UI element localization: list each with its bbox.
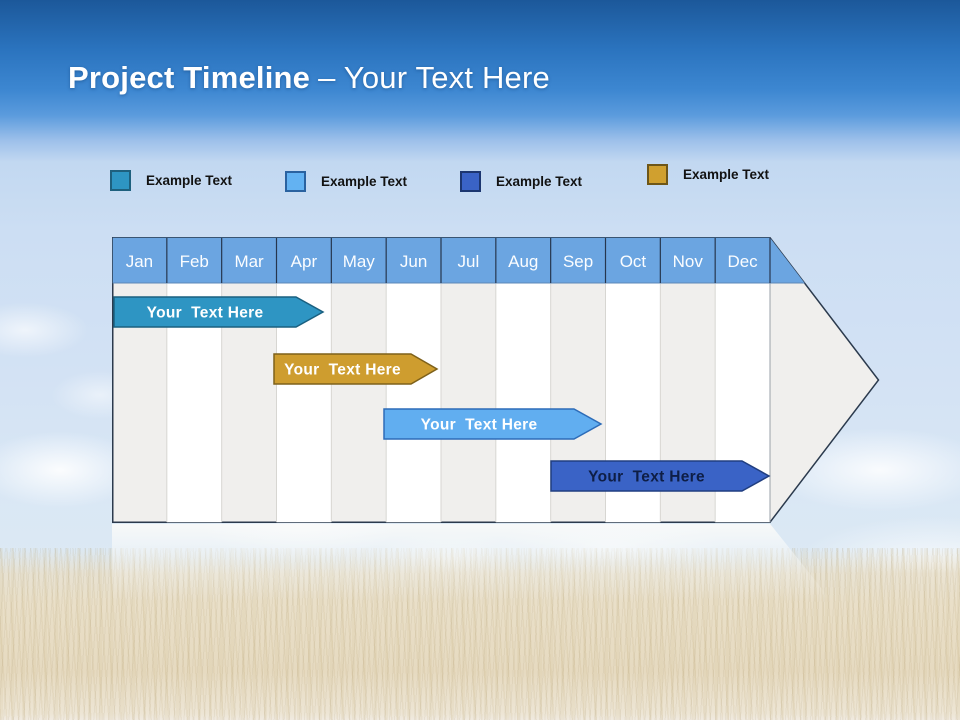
timeline-column-stripes (166, 283, 770, 523)
timeline-svg: Jan Feb Mar Apr May Jun Jul Aug Sep Oct … (112, 237, 880, 523)
timeline-bar-4-label: Your Text Here (588, 469, 705, 486)
timeline-bar-1-label: Your Text Here (147, 305, 264, 322)
slide-title-bold: Project Timeline (68, 60, 311, 95)
month-label-dec: Dec (727, 252, 758, 271)
month-label-oct: Oct (620, 252, 647, 271)
month-label-jul: Jul (458, 252, 480, 271)
column-jun (386, 283, 441, 523)
timeline-bar-3 (383, 408, 603, 440)
month-label-apr: Apr (291, 252, 318, 271)
month-label-may: May (343, 252, 376, 271)
slide-title-light: – Your Text Here (318, 60, 550, 95)
timeline-bar-2 (273, 353, 439, 385)
legend-item-3: Example Text (460, 171, 582, 192)
legend-swatch-lightblue (285, 171, 306, 192)
timeline-bar-4 (550, 460, 771, 492)
timeline-bar-1 (113, 296, 325, 328)
legend-swatch-darkblue (460, 171, 481, 192)
legend-swatch-teal (110, 170, 131, 191)
month-labels: Jan Feb Mar Apr May Jun Jul Aug Sep Oct … (126, 252, 758, 271)
legend-item-2: Example Text (285, 171, 407, 192)
month-label-jan: Jan (126, 252, 153, 271)
table-reflection (112, 524, 831, 600)
timeline-bar-2-label: Your Text Here (284, 362, 401, 379)
legend-label: Example Text (683, 167, 770, 182)
month-label-aug: Aug (508, 252, 538, 271)
month-label-jun: Jun (400, 252, 427, 271)
legend-label: Example Text (496, 174, 583, 189)
timeline-arrow-table: Jan Feb Mar Apr May Jun Jul Aug Sep Oct … (112, 237, 880, 523)
timeline-bars: Your Text Here Your Text Here Your Text … (113, 296, 771, 492)
month-header-band (112, 237, 805, 283)
legend-swatch-gold (647, 164, 668, 185)
legend-item-1: Example Text (110, 170, 232, 191)
column-aug (495, 283, 551, 523)
legend-label: Example Text (146, 173, 233, 188)
timeline-bar-3-label: Your Text Here (421, 417, 538, 434)
month-label-sep: Sep (563, 252, 593, 271)
wheat-field-background (0, 548, 960, 720)
header-column-separators (166, 238, 771, 283)
month-label-nov: Nov (673, 252, 704, 271)
month-label-feb: Feb (180, 252, 209, 271)
legend-label: Example Text (321, 174, 408, 189)
slide-title: Project Timeline– Your Text Here (68, 60, 550, 96)
legend-item-4: Example Text (647, 164, 769, 185)
month-label-mar: Mar (234, 252, 264, 271)
